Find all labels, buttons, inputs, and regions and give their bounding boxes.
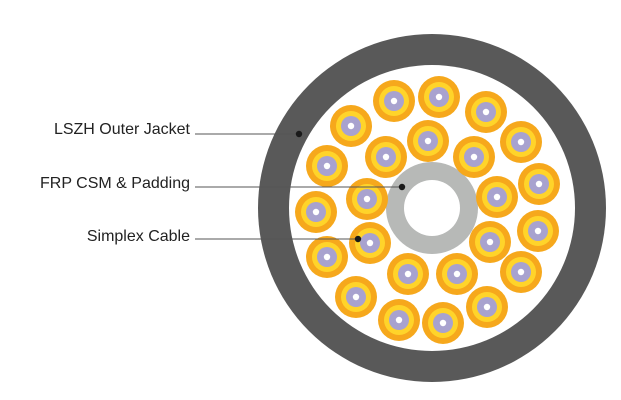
fiber-center <box>382 153 390 161</box>
simplex-cable-unit <box>465 91 507 133</box>
fiber-center <box>395 316 403 324</box>
label-simplex-cable: Simplex Cable <box>86 228 190 245</box>
central-member-core <box>404 180 460 236</box>
leader-dot-frp <box>398 183 406 191</box>
simplex-cable-unit <box>469 221 511 263</box>
fiber-center <box>482 108 490 116</box>
fiber-center <box>424 137 432 145</box>
simplex-cable-unit <box>306 145 348 187</box>
fiber-center <box>453 270 461 278</box>
simplex-cable-unit <box>306 236 348 278</box>
simplex-cable-unit <box>295 191 337 233</box>
simplex-cable-unit <box>436 253 478 295</box>
fiber-center <box>483 303 491 311</box>
simplex-cable-unit <box>335 276 377 318</box>
fiber-center <box>517 268 525 276</box>
simplex-cable-unit <box>330 105 372 147</box>
label-frp-csm-padding: FRP CSM & Padding <box>40 175 190 192</box>
simplex-cable-unit <box>407 120 449 162</box>
simplex-cable-unit <box>466 286 508 328</box>
simplex-cable-unit <box>346 178 388 220</box>
leader-dot-jacket <box>295 130 303 138</box>
fiber-center <box>352 293 360 301</box>
simplex-cable-unit <box>518 163 560 205</box>
fiber-center <box>517 138 525 146</box>
leader-dot-simplex <box>354 235 362 243</box>
fiber-center <box>470 153 478 161</box>
simplex-cable-unit <box>453 136 495 178</box>
simplex-cable-unit <box>378 299 420 341</box>
fiber-center <box>435 93 443 101</box>
simplex-cable-group <box>295 76 560 344</box>
fiber-center <box>323 253 331 261</box>
fiber-center <box>347 122 355 130</box>
simplex-cable-unit <box>349 222 391 264</box>
simplex-cable-unit <box>500 251 542 293</box>
simplex-cable-unit <box>476 176 518 218</box>
fiber-center <box>535 180 543 188</box>
fiber-center <box>312 208 320 216</box>
simplex-cable-unit <box>422 302 464 344</box>
fiber-center <box>486 238 494 246</box>
simplex-cable-unit <box>418 76 460 118</box>
simplex-cable-unit <box>387 253 429 295</box>
simplex-cable-unit <box>365 136 407 178</box>
fiber-center <box>363 195 371 203</box>
fiber-center <box>366 239 374 247</box>
fiber-center <box>493 193 501 201</box>
simplex-cable-unit <box>373 80 415 122</box>
fiber-center <box>534 227 542 235</box>
fiber-center <box>404 270 412 278</box>
fiber-center <box>390 97 398 105</box>
simplex-cable-unit <box>517 210 559 252</box>
fiber-center <box>439 319 447 327</box>
simplex-cable-unit <box>500 121 542 163</box>
label-lszh-outer-jacket: LSZH Outer Jacket <box>53 121 190 138</box>
fiber-center <box>323 162 331 170</box>
